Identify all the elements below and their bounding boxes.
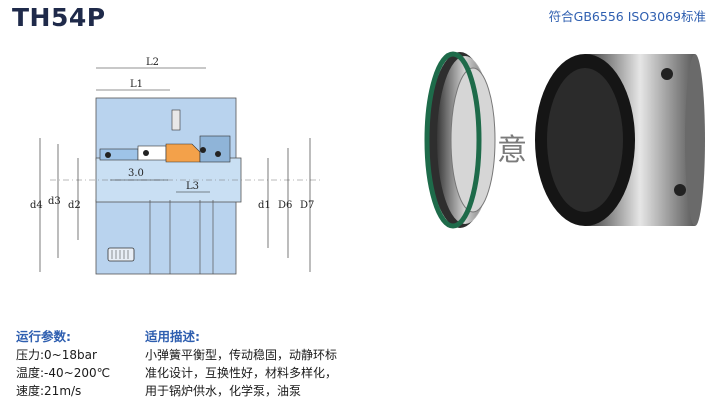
usage-line: 小弹簧平衡型，传动稳固，动静环标 [145, 348, 338, 362]
housing-bottom [95, 199, 237, 275]
param-line: 温度:-40~200℃ [16, 366, 111, 380]
product-model-title: TH54P [12, 3, 106, 32]
set-screw [171, 109, 181, 131]
operating-parameters: 运行参数: 压力:0~18bar 温度:-40~200℃ 速度:21m/s [16, 328, 110, 400]
dim-l3: L3 [186, 181, 199, 192]
product-photo: 意 [424, 51, 705, 229]
o-ring-3 [200, 147, 206, 153]
watermark-glyph: 意 [497, 133, 527, 168]
dim-l1: L1 [130, 79, 143, 90]
dim-d2: d2 [68, 200, 81, 211]
o-ring-2 [143, 150, 149, 156]
dim-gap: 3.0 [128, 168, 144, 179]
screw-hole-1 [661, 68, 673, 80]
seal-cross-section-drawing: L2 L1 L3 3.0 d4 d3 d2 d1 D6 D7 [30, 57, 320, 275]
spring-region [137, 145, 167, 161]
dim-d3: d3 [48, 196, 61, 207]
gland-block [199, 135, 231, 163]
dim-d1: d1 [258, 200, 271, 211]
standard-note: 符合GB6556 ISO3069标准 [548, 9, 706, 24]
usage-description: 适用描述: 小弹簧平衡型，传动稳固，动静环标 准化设计，互换性好，材料多样化， … [145, 328, 337, 400]
o-ring-1 [105, 152, 111, 158]
rotating-ring [165, 143, 201, 163]
usage-line: 准化设计，互换性好，材料多样化， [145, 366, 338, 380]
dim-d4: d4 [30, 200, 43, 211]
drive-screw [107, 247, 135, 262]
usage-line: 用于锅炉供水，化学泵，油泵 [145, 384, 302, 398]
screw-hole-2 [674, 184, 686, 196]
green-o-ring [424, 51, 482, 229]
param-line: 压力:0~18bar [16, 348, 97, 362]
dim-D7: D7 [300, 200, 314, 211]
params-heading: 运行参数: [16, 329, 71, 344]
param-line: 速度:21m/s [16, 384, 82, 398]
o-ring-4 [215, 151, 221, 157]
usage-heading: 适用描述: [145, 329, 200, 344]
dim-D6: D6 [278, 200, 292, 211]
dim-l2: L2 [146, 57, 159, 68]
